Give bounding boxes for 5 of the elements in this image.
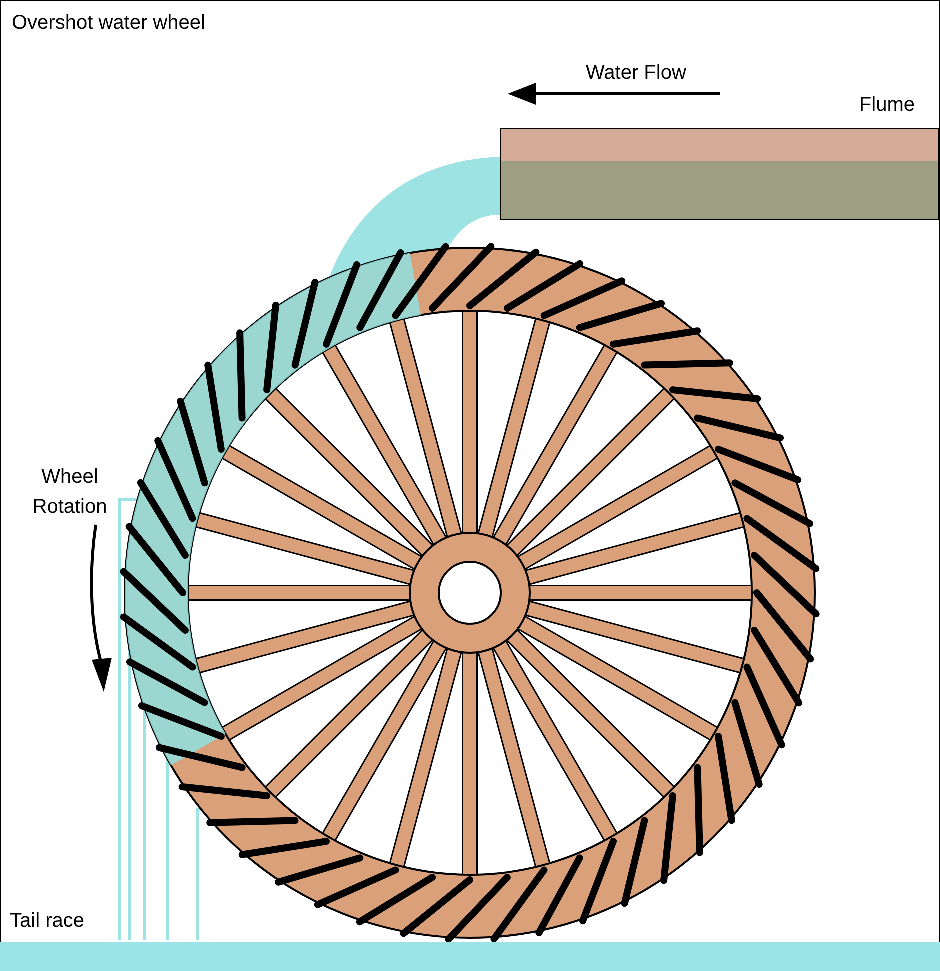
annotation-label: Wheel Rotation xyxy=(32,465,108,520)
annotation-label: Water Flow xyxy=(586,61,686,86)
tail-race-label: Tail race xyxy=(10,909,84,934)
flume-label: Flume xyxy=(859,93,915,118)
diagram-title: Overshot water wheel xyxy=(12,11,206,36)
